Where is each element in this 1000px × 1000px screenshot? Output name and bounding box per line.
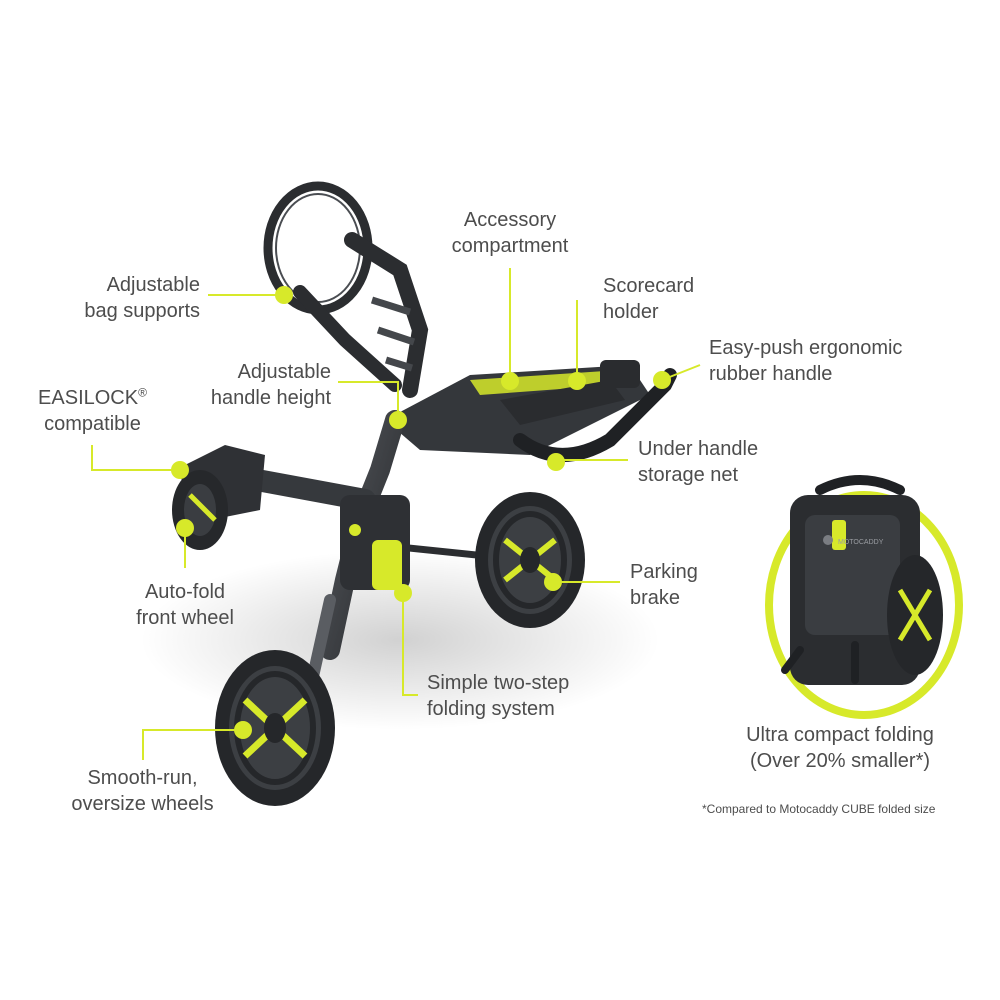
rear-left-wheel	[215, 650, 335, 806]
leader-handle-height	[338, 381, 399, 418]
label-under-handle: Under handle storage net	[638, 438, 759, 486]
label-parking: Parking brake	[630, 561, 698, 609]
dot-accessory	[501, 372, 519, 390]
trolley-illustration	[140, 181, 677, 806]
bag-support-ring	[263, 181, 429, 398]
dot-bag-supports	[275, 286, 293, 304]
label-easilock: EASILOCK® compatible	[38, 385, 147, 435]
dot-oversize	[234, 721, 252, 739]
leader-easilock	[91, 445, 180, 471]
label-easy-push: Easy-push ergonomic rubber handle	[709, 337, 903, 385]
handle-console	[385, 360, 677, 462]
dot-scorecard	[568, 372, 586, 390]
label-scorecard: Scorecard holder	[603, 275, 695, 323]
dot-under-handle	[547, 453, 565, 471]
folded-trolley-inset: MOTOCADDY	[765, 475, 963, 719]
label-bag-supports: Adjustable bag supports	[84, 274, 200, 322]
dot-easilock	[171, 461, 189, 479]
leader-oversize	[142, 729, 243, 760]
dot-handle-height	[389, 411, 407, 429]
dot-two-step	[394, 584, 412, 602]
dot-auto-fold	[176, 519, 194, 537]
product-badge: MOTOCADDY	[838, 539, 884, 546]
label-auto-fold: Auto-fold front wheel	[136, 581, 234, 629]
leader-two-step	[402, 595, 418, 696]
footnote: *Compared to Motocaddy CUBE folded size	[702, 802, 936, 816]
label-accessory: Accessory compartment	[451, 209, 569, 257]
leader-lines	[91, 268, 701, 760]
label-oversize: Smooth-run, oversize wheels	[71, 767, 214, 815]
dot-easy-push	[653, 371, 671, 389]
rear-right-wheel	[475, 492, 585, 628]
dot-parking	[544, 573, 562, 591]
label-two-step: Simple two-step folding system	[427, 672, 570, 720]
label-handle-height: Adjustable handle height	[210, 361, 331, 409]
label-compact: Ultra compact folding (Over 20% smaller*…	[746, 724, 934, 772]
callout-dots	[171, 286, 671, 739]
